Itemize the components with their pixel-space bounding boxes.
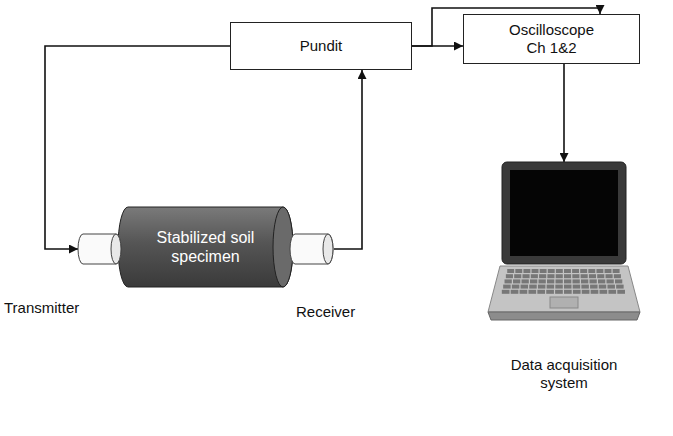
oscilloscope-box: Oscilloscope Ch 1&2 (463, 14, 640, 64)
signal-wire (334, 70, 362, 249)
soil-specimen: Stabilized soil specimen (118, 206, 293, 288)
transducer-cylinder (78, 233, 122, 265)
part-label: Receiver (296, 303, 355, 321)
transmitter-transducer: Transmitter (78, 233, 122, 265)
transducer-cylinder (290, 233, 334, 265)
specimen-cylinder (118, 206, 293, 288)
signal-wire (563, 64, 565, 162)
specimen-label: Stabilized soil specimen (147, 228, 265, 266)
laptop-computer: Data acquisition system (488, 162, 640, 322)
part-label: Transmitter (4, 299, 79, 317)
part-label: Data acquisition system (488, 356, 640, 392)
box-label: Oscilloscope Ch 1&2 (502, 21, 602, 57)
box-label: Pundit (300, 37, 343, 55)
pundit-box: Pundit (230, 22, 412, 70)
laptop-drawing (488, 162, 640, 322)
receiver-transducer: Receiver (290, 233, 334, 265)
